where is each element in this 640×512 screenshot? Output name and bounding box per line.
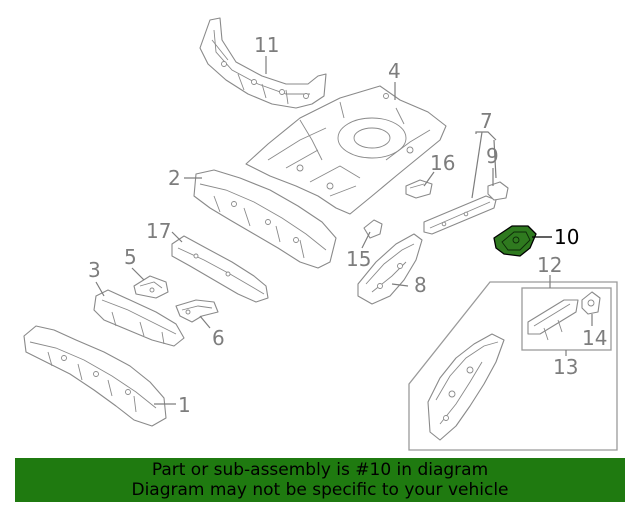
leader-8 <box>391 283 409 287</box>
callout-8: 8 <box>414 273 427 297</box>
part-8[interactable] <box>357 233 423 305</box>
part-1[interactable] <box>23 325 167 427</box>
leader-16 <box>423 171 435 187</box>
callout-14: 14 <box>582 326 607 350</box>
callout-6: 6 <box>212 326 225 350</box>
callout-11: 11 <box>254 33 279 57</box>
leader-5 <box>131 267 145 281</box>
part-6[interactable] <box>175 299 219 323</box>
banner-line-2: Diagram may not be specific to your vehi… <box>131 480 509 500</box>
part-10-highlighted[interactable] <box>493 225 537 257</box>
part-7[interactable] <box>423 195 497 235</box>
callout-10: 10 <box>554 225 579 249</box>
callout-17: 17 <box>146 219 171 243</box>
info-banner: Part or sub-assembly is #10 in diagram D… <box>15 458 625 502</box>
callout-1: 1 <box>178 393 191 417</box>
callout-16: 16 <box>430 151 455 175</box>
part-13[interactable] <box>527 299 579 341</box>
part-17[interactable] <box>171 235 269 303</box>
callout-13: 13 <box>553 355 578 379</box>
part-16[interactable] <box>405 179 433 199</box>
callout-5: 5 <box>124 245 137 269</box>
inset-assembly[interactable] <box>427 333 505 441</box>
part-15[interactable] <box>363 219 383 239</box>
leader-7 <box>471 131 497 199</box>
part-9[interactable] <box>487 181 509 201</box>
callout-15: 15 <box>346 247 371 271</box>
part-5[interactable] <box>133 275 169 299</box>
part-4[interactable] <box>245 85 447 215</box>
callout-9: 9 <box>486 144 499 168</box>
callout-7: 7 <box>480 109 493 133</box>
leader-17 <box>171 231 183 243</box>
inset-frame <box>408 281 618 451</box>
part-3[interactable] <box>93 289 185 347</box>
part-2[interactable] <box>193 169 337 269</box>
callout-4: 4 <box>388 59 401 83</box>
leader-15 <box>361 231 371 249</box>
leader-3 <box>95 281 105 297</box>
part-11[interactable] <box>199 17 327 109</box>
callout-12: 12 <box>537 253 562 277</box>
parts-diagram: 1 2 3 4 5 6 7 8 9 10 11 12 13 14 15 16 1… <box>23 17 618 451</box>
banner-line-1: Part or sub-assembly is #10 in diagram <box>151 460 489 480</box>
part-14[interactable] <box>581 291 601 315</box>
callout-2: 2 <box>168 166 181 190</box>
leader-6 <box>199 315 211 329</box>
callout-3: 3 <box>88 258 101 282</box>
